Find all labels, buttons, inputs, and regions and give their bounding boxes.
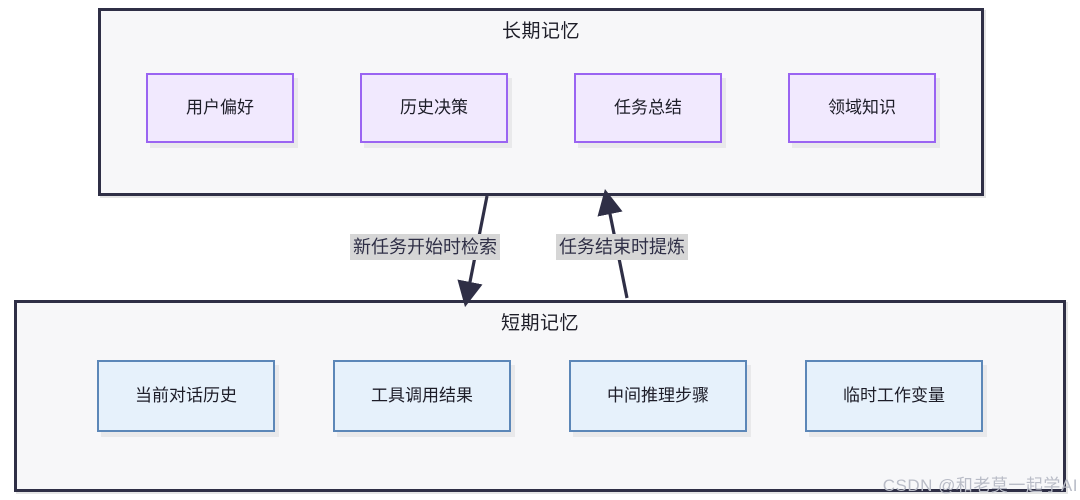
short-term-memory-title: 短期记忆	[500, 313, 579, 334]
short-term-item-label: 工具调用结果	[371, 385, 473, 405]
short-term-memory-container: 短期记忆 当前对话历史 工具调用结果 中间推理步骤 临时工作变量	[14, 300, 1066, 492]
short-term-item-current-dialogue-history[interactable]: 当前对话历史	[97, 360, 275, 432]
long-term-item-domain-knowledge[interactable]: 领域知识	[788, 73, 936, 143]
long-term-item-user-preference[interactable]: 用户偏好	[146, 73, 294, 143]
long-term-memory-container: 长期记忆 用户偏好 历史决策 任务总结 领域知识	[98, 8, 984, 196]
edge-label-distill: 任务结束时提炼	[556, 234, 688, 260]
short-term-item-tool-call-results[interactable]: 工具调用结果	[333, 360, 511, 432]
watermark: CSDN @和老莫一起学AI	[882, 476, 1078, 495]
short-term-item-label: 中间推理步骤	[607, 385, 709, 405]
long-term-item-label: 领域知识	[828, 97, 896, 117]
short-term-item-temporary-work-variables[interactable]: 临时工作变量	[805, 360, 983, 432]
long-term-memory-title: 长期记忆	[501, 21, 580, 42]
long-term-item-label: 历史决策	[400, 97, 468, 117]
long-term-item-label: 用户偏好	[186, 97, 254, 117]
long-term-item-task-summary[interactable]: 任务总结	[574, 73, 722, 143]
short-term-memory-items: 当前对话历史 工具调用结果 中间推理步骤 临时工作变量	[17, 360, 1063, 432]
long-term-item-historical-decisions[interactable]: 历史决策	[360, 73, 508, 143]
long-term-item-label: 任务总结	[614, 97, 682, 117]
edge-label-retrieve: 新任务开始时检索	[350, 234, 500, 260]
short-term-item-label: 临时工作变量	[843, 385, 945, 405]
long-term-memory-items: 用户偏好 历史决策 任务总结 领域知识	[101, 73, 981, 143]
short-term-item-intermediate-reasoning-steps[interactable]: 中间推理步骤	[569, 360, 747, 432]
short-term-item-label: 当前对话历史	[135, 385, 237, 405]
